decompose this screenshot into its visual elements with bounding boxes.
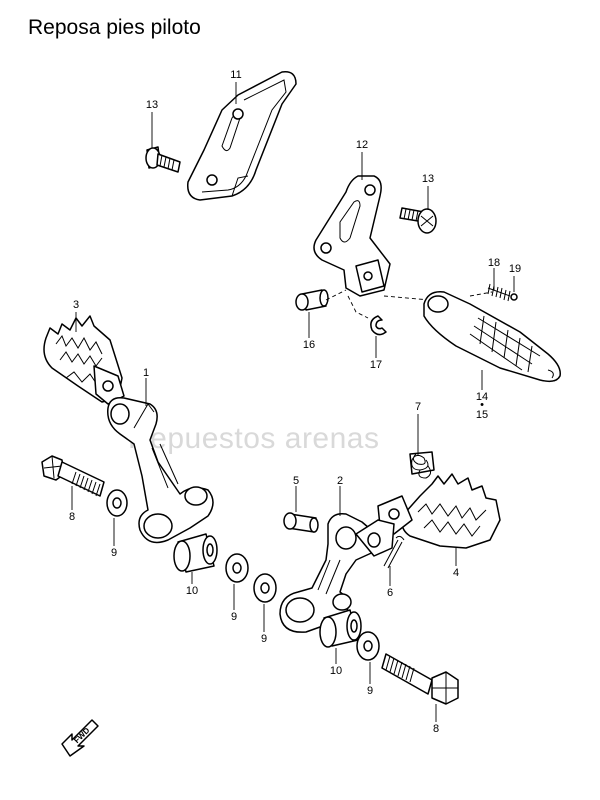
bushing-10-b xyxy=(319,609,362,648)
leader-lines xyxy=(71,82,515,722)
callout-18: 18 xyxy=(488,257,500,269)
bolt-13-right xyxy=(399,207,437,234)
callout-13-right: 13 xyxy=(422,173,434,185)
washer-9-a xyxy=(106,489,128,517)
washer-9-b xyxy=(225,553,249,583)
spring-7 xyxy=(409,451,435,479)
footpeg-4 xyxy=(377,473,501,549)
bracket-arm-2 xyxy=(279,512,395,633)
washer-9-c xyxy=(253,573,277,603)
callout-1: 1 xyxy=(143,367,149,379)
watermark: Repuestos arenas xyxy=(128,422,380,455)
callout-17: 17 xyxy=(370,359,382,371)
callout-9-a: 9 xyxy=(111,547,117,559)
footrest-bracket xyxy=(313,175,391,297)
callout-8-right: 8 xyxy=(433,723,439,735)
bolt-13-left xyxy=(145,146,181,173)
callout-7: 7 xyxy=(415,401,421,413)
detent-ball-19 xyxy=(510,293,518,301)
page-title: Reposa pies piloto xyxy=(28,16,201,39)
bracket-arm-1 xyxy=(107,396,214,544)
callout-14: 14 xyxy=(476,391,488,403)
callout-5: 5 xyxy=(293,475,299,487)
e-clip-17 xyxy=(370,315,387,336)
callout-6: 6 xyxy=(387,587,393,599)
callout-11: 11 xyxy=(230,69,241,81)
callout-10-a: 10 xyxy=(186,585,198,597)
callout-10-b: 10 xyxy=(330,665,342,677)
callout-9-b: 9 xyxy=(231,611,237,623)
bolt-8-right xyxy=(381,653,459,705)
callout-numbers: 11 13 12 13 18 19 3 16 17 1 14 • 15 7 8 … xyxy=(69,69,521,735)
pivot-pin-5 xyxy=(283,512,319,533)
callout-9-c: 9 xyxy=(261,633,267,645)
callout-19: 19 xyxy=(509,263,521,275)
heel-guard-plate xyxy=(187,71,297,201)
callout-12: 12 xyxy=(356,139,368,151)
callout-9-d: 9 xyxy=(367,685,373,697)
callout-8-left: 8 xyxy=(69,511,75,523)
callout-3: 3 xyxy=(73,299,79,311)
callout-2: 2 xyxy=(337,475,343,487)
callout-14-15-dot: • xyxy=(480,399,484,411)
washer-9-d xyxy=(356,631,380,661)
callout-15: 15 xyxy=(476,409,488,421)
footpeg-14 xyxy=(423,291,561,383)
callout-16: 16 xyxy=(303,339,315,351)
footpeg-3 xyxy=(43,315,125,405)
fwd-arrow-icon: FWD xyxy=(61,719,99,757)
detent-spring-18 xyxy=(487,283,511,302)
cotter-pin-6 xyxy=(383,535,405,569)
callout-4: 4 xyxy=(453,567,459,579)
bushing-10-a xyxy=(173,533,218,573)
callout-13-left: 13 xyxy=(146,99,158,111)
pivot-pin-16 xyxy=(295,289,329,311)
bolt-8-left xyxy=(41,455,105,497)
